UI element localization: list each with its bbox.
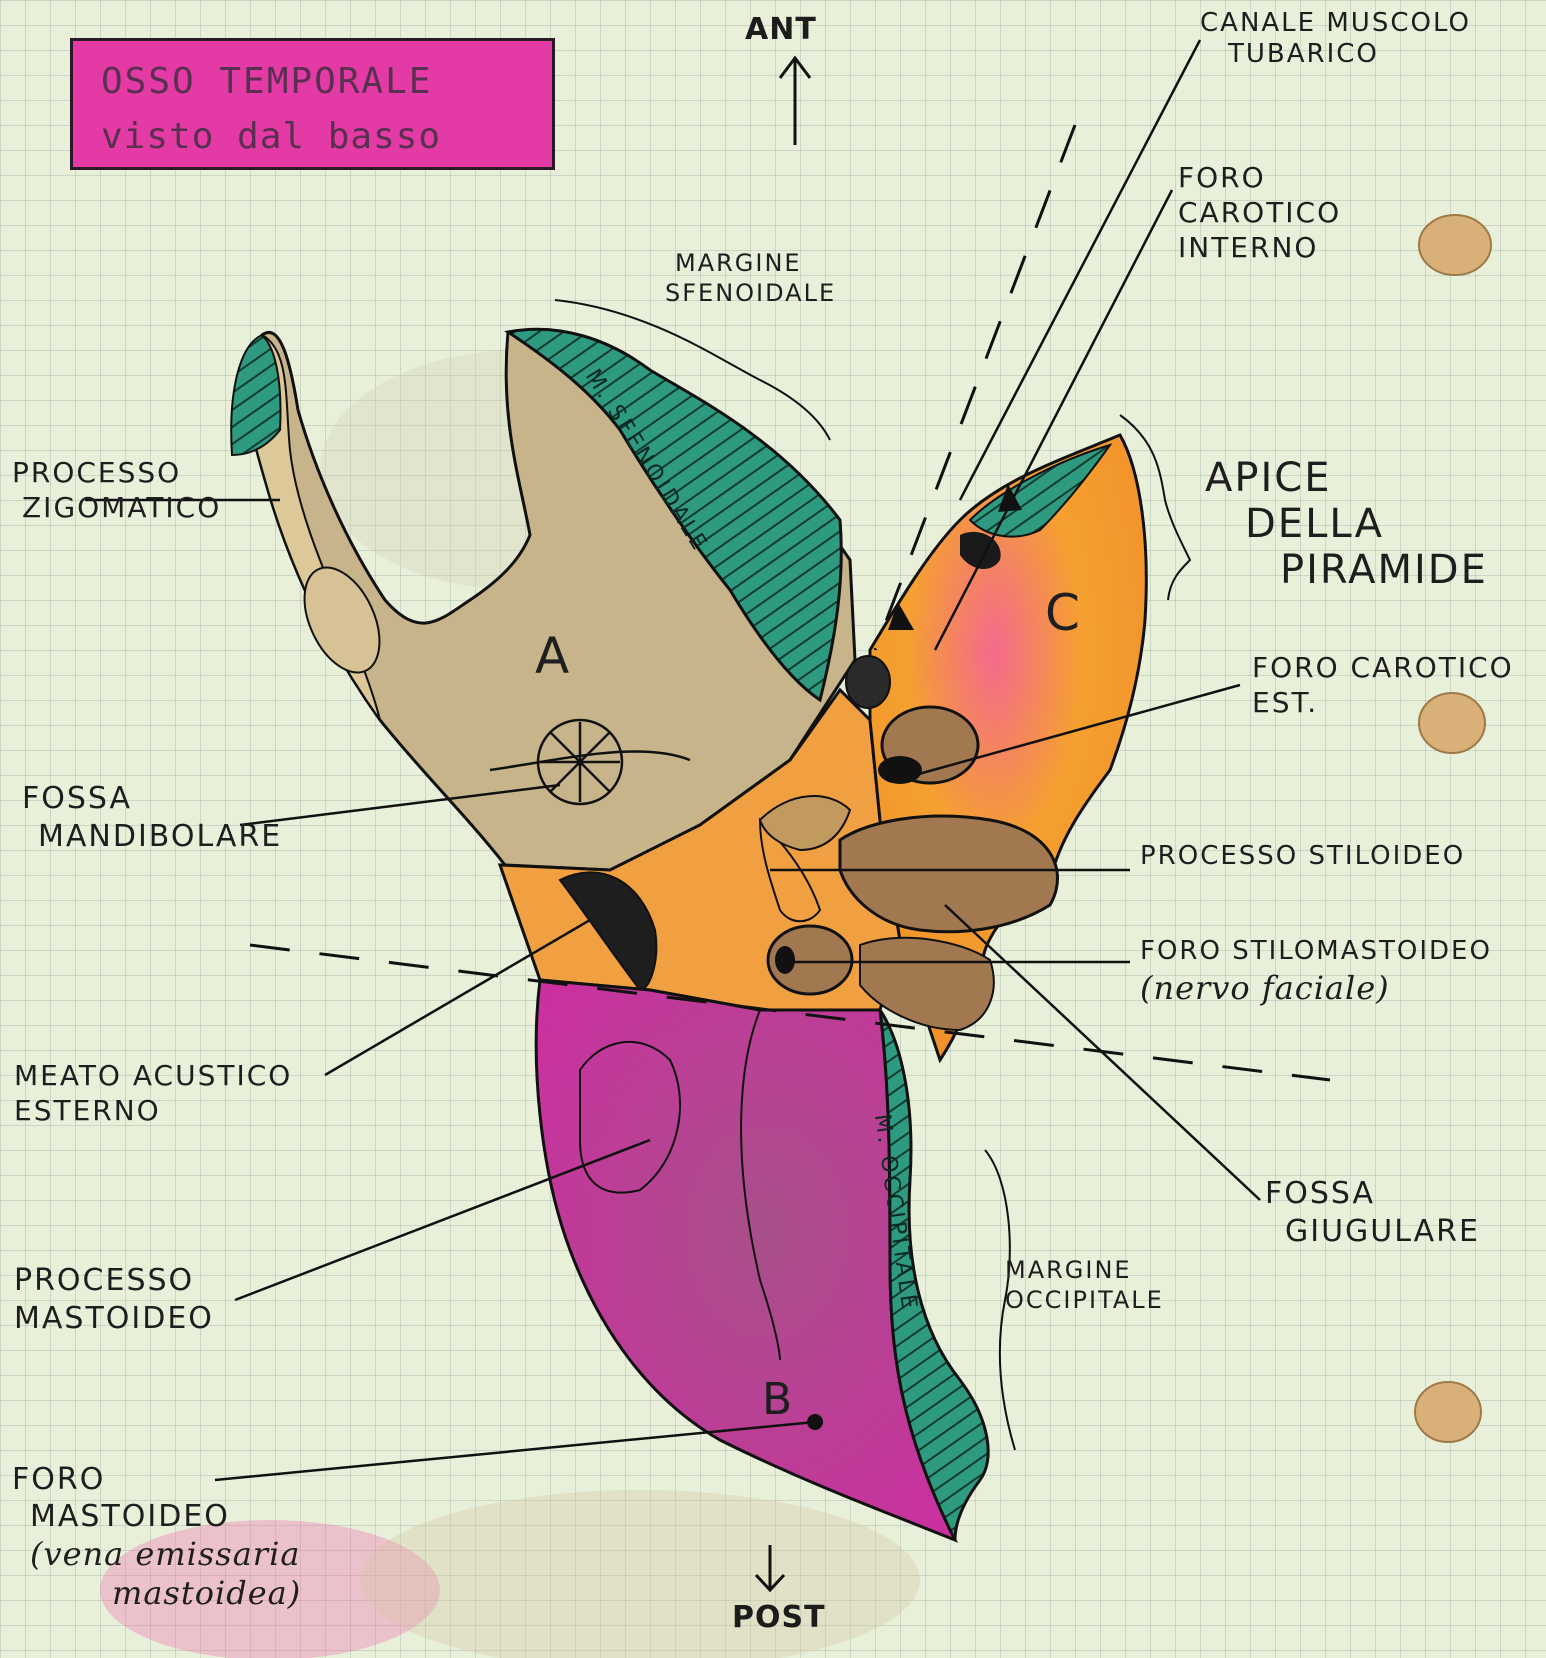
label-line: CANALE MUSCOLO [1200,8,1471,39]
label-fossa-mandibolare: FOSSA MANDIBOLARE [22,780,282,855]
label-line: FORO CAROTICO [1252,650,1514,685]
label-line: PROCESSO [14,1262,214,1300]
label-line: DELLA [1205,501,1488,547]
label-line: MARGINE [665,248,836,278]
label-line: mastoidea) [12,1574,301,1613]
label-apice-della-piramide: APICE DELLA PIRAMIDE [1205,455,1488,593]
stylomastoid-foramen-dark [775,946,795,974]
musculotubal-canal-opening [846,656,890,708]
label-line: SFENOIDALE [665,278,836,308]
label-foro-stilomastoideo: FORO STILOMASTOIDEO (nervo faciale) [1140,935,1492,1008]
binder-hole [1415,1382,1481,1442]
label-line: PROCESSO [12,455,221,490]
label-meato-acustico-esterno: MEATO ACUSTICO ESTERNO [14,1058,292,1128]
label-line: MEATO ACUSTICO [14,1058,292,1093]
label-line: TUBARICO [1200,39,1471,70]
label-foro-carotico-est: FORO CAROTICO EST. [1252,650,1514,720]
carotid-foramen-dark [878,756,922,784]
label-line: FOSSA [22,780,282,818]
region-b-label: B [762,1372,792,1427]
region-a-label: A [535,625,569,688]
label-line: FOSSA [1265,1175,1480,1213]
label-line: INTERNO [1178,230,1341,265]
label-line: APICE [1205,455,1488,501]
region-c-label: C [1045,582,1080,645]
post-label: POST [732,1600,826,1635]
label-line: GIUGULARE [1265,1213,1480,1251]
label-line: FORO STILOMASTOIDEO [1140,935,1492,968]
label-foro-carotico-interno: FORO CAROTICO INTERNO [1178,160,1341,265]
label-line: (nervo faciale) [1140,968,1492,1008]
label-margine-occipitale: MARGINE OCCIPITALE [1005,1255,1164,1315]
label-line: ESTERNO [14,1093,292,1128]
ant-label: ANT [745,12,817,47]
label-line: MARGINE [1005,1255,1164,1285]
label-line: ZIGOMATICO [12,490,221,525]
label-line: PROCESSO STILOIDEO [1140,840,1465,873]
label-line: MASTOIDEO [14,1300,214,1338]
zygomatic-tip [231,335,280,455]
label-canale-muscolo-tubarico: CANALE MUSCOLO TUBARICO [1200,8,1471,70]
label-processo-zigomatico: PROCESSO ZIGOMATICO [12,455,221,525]
label-processo-stiloideo: PROCESSO STILOIDEO [1140,840,1465,873]
label-foro-mastoideo: FORO MASTOIDEO (vena emissaria mastoidea… [12,1462,301,1613]
label-line: MASTOIDEO [12,1499,301,1536]
label-line: OCCIPITALE [1005,1285,1164,1315]
label-line: PIRAMIDE [1205,547,1488,593]
label-line: FORO [12,1462,301,1499]
paper-stain [360,1490,920,1658]
orientation-arrow-ant [780,58,810,145]
label-line: MANDIBOLARE [22,818,282,856]
binder-hole [1419,215,1491,275]
label-fossa-giugulare: FOSSA GIUGULARE [1265,1175,1480,1250]
label-processo-mastoideo: PROCESSO MASTOIDEO [14,1262,214,1337]
label-line: EST. [1252,685,1514,720]
label-margine-sfenoidale: MARGINE SFENOIDALE [665,248,836,308]
label-line: (vena emissaria [12,1535,301,1574]
label-line: FORO [1178,160,1341,195]
label-line: CAROTICO [1178,195,1341,230]
